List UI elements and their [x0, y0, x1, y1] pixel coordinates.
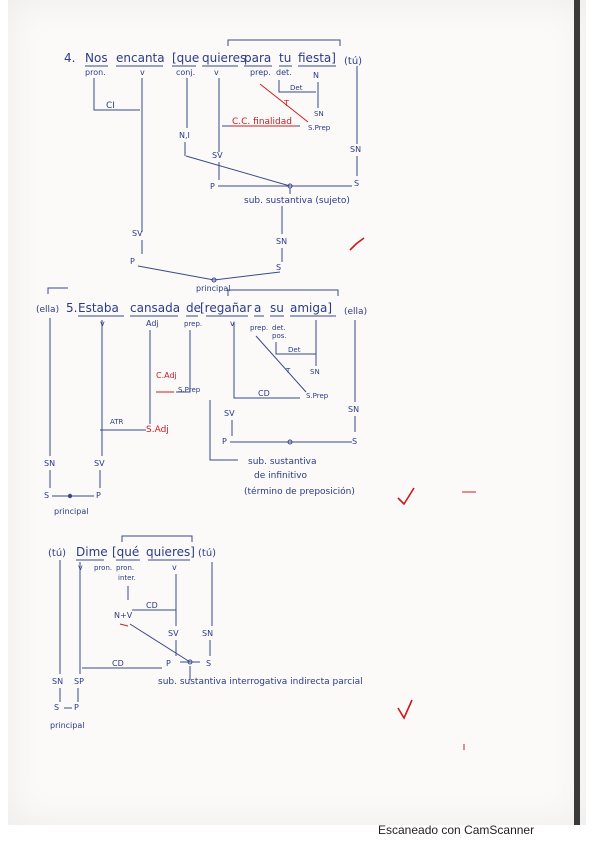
ex4-word-2: encanta: [116, 51, 165, 65]
ex5-p-main: P: [96, 491, 101, 500]
ex4-word-6: tu: [279, 51, 291, 65]
ex6-word-1: (tú): [48, 547, 66, 559]
ex5-ella-left: (ella): [36, 305, 59, 315]
scanner-watermark: Escaneado con CamScanner: [378, 823, 535, 837]
ex6-cd-label: CD: [146, 601, 158, 610]
ex5-word-2: cansada: [130, 301, 180, 315]
ex5-sv-sub: SV: [224, 409, 235, 418]
ex5-word-1: Estaba: [78, 301, 119, 315]
ex6-p-main: P: [74, 703, 79, 712]
ex4-det-label: Det: [290, 84, 303, 92]
ex5-principal-label: principal: [54, 507, 88, 516]
ex5-tag-4: v: [230, 319, 235, 328]
ex6-tag-2: pron.: [94, 564, 112, 572]
ex5-sprep-label: S.Prep: [306, 392, 329, 400]
ex6-tag-3: pron.: [116, 564, 134, 572]
ex6-cd2-label: CD: [112, 659, 124, 668]
ex4-word-3: [que: [172, 51, 199, 65]
ex5-s-sub: S: [352, 437, 357, 446]
ex6-inter-label: inter.: [118, 574, 136, 582]
ex5-p-sub: P: [222, 437, 227, 446]
ex4-word-5: para: [244, 51, 271, 65]
ex6-p-label: P: [166, 659, 171, 668]
ex5-tag-7: pos.: [272, 332, 287, 340]
ex6-word-2: Dime: [76, 545, 108, 559]
page-edge-shadow: [574, 0, 580, 825]
ex5-sprep2-label: S.Prep: [178, 386, 201, 394]
ex4-principal-label: principal: [196, 284, 230, 293]
ex6-tag-4: v: [172, 563, 177, 572]
ex4-tag-6: det.: [276, 68, 292, 77]
ex5-tag-3: prep.: [184, 320, 202, 328]
ex4-tag-1: pron.: [85, 68, 106, 77]
ex4-s-main: S: [276, 263, 281, 272]
exercise-4: 4. Nos encanta [que quieres para tu fies…: [64, 39, 365, 293]
ex5-word-6: su: [270, 301, 284, 315]
ex5-tag-5: prep.: [250, 324, 268, 332]
ex4-sv-main: SV: [132, 229, 143, 238]
ex4-sn-main: SN: [276, 237, 287, 246]
ex4-sprep-label: S.Prep: [308, 124, 331, 132]
ex4-sn-label: SN: [350, 145, 361, 154]
ex6-sv-label: SV: [168, 629, 179, 638]
ex5-word-7: amiga]: [290, 301, 332, 315]
ex4-tag-7: N: [313, 71, 319, 80]
ex6-word-3: [qué: [112, 545, 139, 559]
ex4-tag-5: prep.: [250, 68, 271, 77]
ex5-sub-label-2: de infinitivo: [254, 471, 308, 481]
ex4-tag-3: conj.: [176, 68, 195, 77]
ex5-word-8: (ella): [344, 307, 367, 317]
ex5-word-4: [regañar: [200, 301, 252, 315]
ex4-tag-2: v: [140, 68, 145, 77]
ex6-sn-main: SN: [52, 677, 63, 686]
ex5-sub-label-3: (término de preposición): [244, 486, 355, 497]
ex5-number: 5.: [66, 301, 77, 315]
scanned-page: [8, 0, 586, 825]
ex5-tag-2: Adj: [146, 319, 159, 328]
ex4-tag-4: v: [214, 68, 219, 77]
ex4-ni-label: N,I: [179, 131, 190, 140]
ex4-p-label: P: [210, 182, 215, 191]
ex5-word-3: de: [186, 301, 201, 315]
ex5-atr-label: ATR: [110, 418, 124, 426]
ex5-sv-main: SV: [94, 459, 105, 468]
ex4-sn-small: SN: [314, 110, 324, 118]
ex5-sn-small: SN: [310, 368, 320, 376]
ex6-s-label: S: [206, 659, 211, 668]
ex4-s-label: S: [354, 179, 359, 188]
ex5-sn-sub: SN: [348, 405, 359, 414]
ex4-sub-label: sub. sustantiva (sujeto): [244, 196, 350, 206]
ex6-word-5: (tú): [198, 547, 216, 559]
ex6-word-4: quieres]: [146, 545, 195, 559]
ex6-nv-label: N+V: [114, 611, 133, 620]
ex4-word-1: Nos: [85, 51, 108, 65]
ex4-number: 4.: [64, 51, 75, 65]
ex4-p-main: P: [130, 257, 135, 266]
ex4-word-4: quieres: [202, 51, 246, 65]
ex6-sp-main: SP: [74, 677, 84, 686]
ex5-sub-label-1: sub. sustantiva: [248, 457, 317, 467]
ex5-sadj-label: S.Adj: [146, 425, 169, 435]
ex6-principal-label: principal: [50, 721, 84, 730]
ex5-cadj-label: C.Adj: [156, 371, 177, 380]
ex4-cc-label: C.C. finalidad: [232, 117, 292, 127]
ex5-t-label: T: [285, 367, 291, 375]
ex5-cd-label: CD: [258, 389, 270, 398]
ex4-sv-label: SV: [212, 151, 223, 160]
ex5-det-label: Det: [288, 346, 301, 354]
exercise-6: (tú) Dime [qué quieres] (tú) v pron. pro…: [48, 535, 465, 750]
ex5-word-5: a: [254, 301, 261, 315]
ex4-t-label: T: [283, 99, 289, 108]
ex4-word-8: (tú): [344, 55, 362, 67]
ex6-s-main: S: [54, 703, 59, 712]
ex5-s-main: S: [44, 491, 49, 500]
ex4-word-7: fiesta]: [298, 51, 336, 65]
ex5-tag-6: det.: [272, 324, 286, 332]
ex6-sn-label: SN: [202, 629, 213, 638]
exercise-5: (ella) 5. Estaba cansada de [regañar a s…: [36, 287, 476, 516]
ex5-sn-main: SN: [44, 459, 55, 468]
ex6-sub-label: sub. sustantiva interrogativa indirecta …: [158, 677, 363, 687]
ex4-ci-label: CI: [106, 101, 115, 111]
